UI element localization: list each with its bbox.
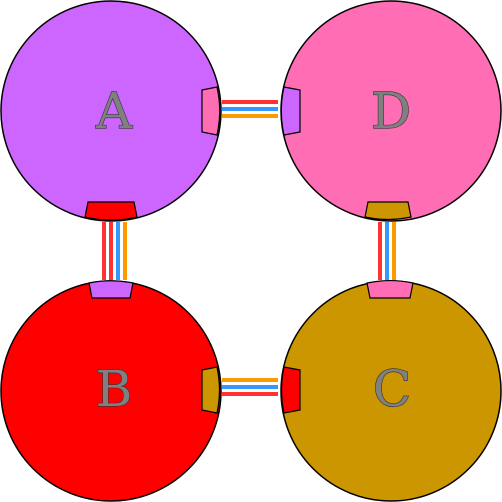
wire-stripe: [378, 222, 382, 280]
wire-stripe: [120, 222, 123, 280]
wire-stripe: [222, 107, 278, 111]
port-top: [366, 279, 414, 299]
wire-stripe: [102, 222, 106, 280]
edge-a-b: [102, 222, 127, 280]
port-bottom: [84, 201, 138, 221]
port-left: [280, 366, 301, 414]
node-circle: [0, 0, 222, 222]
wire-stripe: [222, 385, 278, 389]
node-a[interactable]: A: [0, 0, 222, 222]
wire-stripe: [222, 389, 278, 392]
wire-stripe: [222, 111, 278, 114]
port-left: [280, 86, 301, 136]
node-label: B: [96, 360, 133, 418]
node-d[interactable]: D: [280, 0, 502, 222]
node-label: C: [373, 360, 411, 418]
wire-stripe: [385, 222, 389, 280]
wire-stripe: [222, 382, 278, 385]
wire-stripe: [222, 378, 278, 382]
wire-stripe: [113, 222, 116, 280]
node-label: A: [95, 82, 133, 140]
wire-stripe: [116, 222, 120, 280]
port-bottom: [364, 201, 412, 221]
node-label: D: [371, 82, 411, 140]
port-top: [88, 280, 134, 299]
wire-stripe: [222, 104, 278, 107]
node-b[interactable]: B: [0, 280, 222, 502]
wire-stripe: [106, 222, 109, 280]
edge-b-c: [222, 378, 278, 396]
wire-stripe: [389, 222, 392, 280]
edge-d-c: [378, 222, 396, 280]
wire-stripe: [222, 100, 278, 104]
wire-stripe: [222, 392, 278, 396]
node-c[interactable]: C: [280, 279, 502, 502]
wire-stripe: [392, 222, 396, 280]
wire-stripe: [382, 222, 385, 280]
port-right: [201, 366, 221, 414]
port-right: [201, 86, 221, 136]
wire-stripe: [109, 222, 113, 280]
wire-stripe: [222, 114, 278, 118]
edge-a-d: [222, 100, 278, 118]
wire-stripe: [123, 222, 127, 280]
